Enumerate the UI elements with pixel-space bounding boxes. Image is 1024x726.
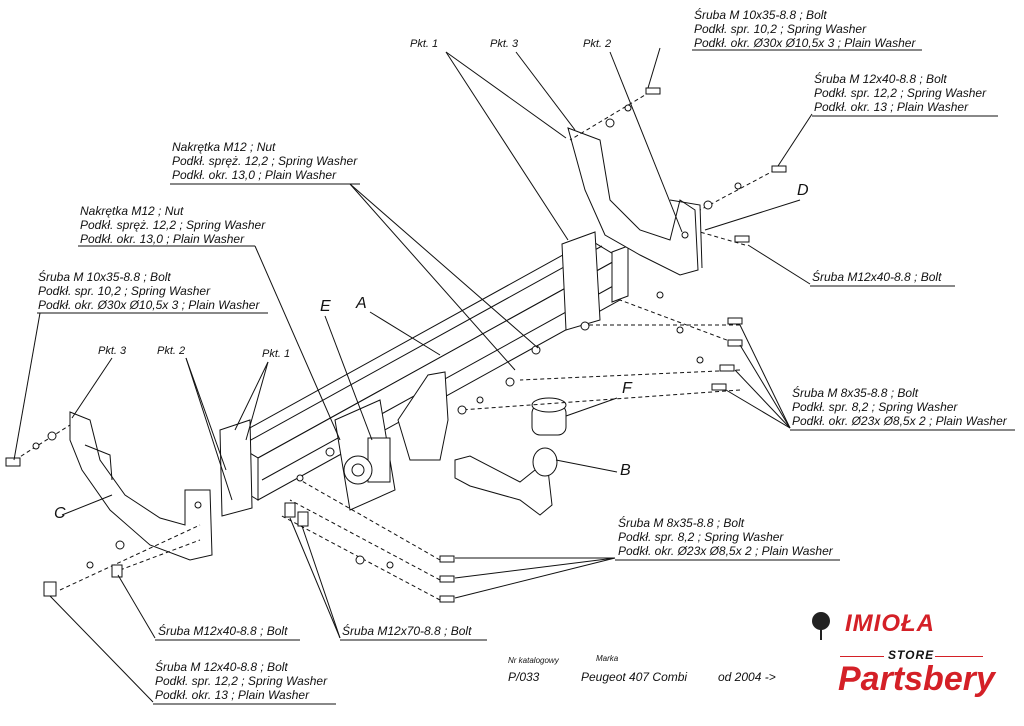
label-line: Podkł. okr. Ø23x Ø8,5x 2 ; Plain Washer	[618, 544, 833, 558]
label-line: Podkł. spr. 12,2 ; Spring Washer	[814, 86, 987, 100]
part-letter-e: E	[320, 298, 331, 315]
label-line: Śruba M 12x40-8.8 ; Bolt	[814, 72, 947, 86]
label-line: Śruba M 10x35-8.8 ; Bolt	[38, 270, 171, 284]
label-line: Śruba M 8x35-8.8 ; Bolt	[792, 386, 919, 400]
part-letter-c: C	[54, 505, 66, 522]
label-line: Podkł. spr. 8,2 ; Spring Washer	[618, 530, 784, 544]
store-logo: Partsbery	[838, 660, 995, 698]
label-line: Podkł. spr. 10,2 ; Spring Washer	[38, 284, 211, 298]
pin-icon	[812, 612, 830, 630]
part-letter-a: A	[356, 295, 367, 312]
vehicle-model: Peugeot 407 Combi	[581, 670, 688, 684]
part-letter-d: D	[797, 182, 809, 199]
point-label-pkt1-left: Pkt. 1	[262, 348, 291, 360]
brand-label: Marka	[596, 654, 619, 663]
production-date: od 2004 ->	[718, 670, 776, 684]
label-line: Podkł. spr. 12,2 ; Spring Washer	[155, 674, 328, 688]
label-bolt-m8-right: Śruba M 8x35-8.8 ; Bolt Podkł. spr. 8,2 …	[792, 386, 1007, 428]
label-line: Śruba M12x40-8.8 ; Bolt	[158, 624, 288, 638]
store-word: STORE	[888, 648, 935, 662]
point-label-pkt2-top: Pkt. 2	[583, 38, 612, 50]
label-line: Nakrętka M12 ; Nut	[172, 140, 276, 154]
label-line: Podkł. okr. 13 ; Plain Washer	[155, 688, 310, 702]
label-bolt-m12-bottom-left: Śruba M 12x40-8.8 ; Bolt Podkł. spr. 12,…	[155, 660, 327, 702]
part-letter-b: B	[620, 462, 631, 479]
label-line: Podkł. spr. 10,2 ; Spring Washer	[694, 22, 867, 36]
maker-logo: IMIOŁA	[845, 610, 935, 637]
label-line: Śruba M12x70-8.8 ; Bolt	[342, 624, 472, 638]
label-line: Podkł. okr. 13 ; Plain Washer	[814, 100, 969, 114]
label-line: Podkł. okr. Ø30x Ø10,5x 3 ; Plain Washer	[694, 36, 916, 50]
point-label-pkt3-left: Pkt. 3	[98, 345, 127, 357]
label-nut-lower: Nakrętka M12 ; Nut Podkł. spręż. 12,2 ; …	[80, 204, 265, 246]
label-bolt-m8-bottom: Śruba M 8x35-8.8 ; Bolt Podkł. spr. 8,2 …	[618, 516, 833, 558]
store-rule-left	[840, 656, 884, 657]
label-line: Podkł. spręż. 12,2 ; Spring Washer	[172, 154, 358, 168]
label-bolt-m10-left: Śruba M 10x35-8.8 ; Bolt Podkł. spr. 10,…	[38, 270, 259, 312]
label-nut-upper: Nakrętka M12 ; Nut Podkł. spręż. 12,2 ; …	[172, 140, 357, 182]
label-bolt-m12-right: Śruba M 12x40-8.8 ; Bolt Podkł. spr. 12,…	[814, 72, 986, 114]
label-bolt-m12x40-bottom: Śruba M12x40-8.8 ; Bolt	[158, 624, 287, 638]
label-bolt-m12x40-d: Śruba M12x40-8.8 ; Bolt	[812, 270, 941, 284]
label-top-bolt-m10: Śruba M 10x35-8.8 ; Bolt Podkł. spr. 10,…	[694, 8, 915, 50]
label-line: Nakrętka M12 ; Nut	[80, 204, 184, 218]
label-line: Podkł. spręż. 12,2 ; Spring Washer	[80, 218, 266, 232]
label-line: Podkł. okr. 13,0 ; Plain Washer	[172, 168, 337, 182]
label-line: Podkł. okr. 13,0 ; Plain Washer	[80, 232, 245, 246]
label-line: Podkł. okr. Ø30x Ø10,5x 3 ; Plain Washer	[38, 298, 260, 312]
pin-tail	[820, 628, 822, 640]
catalog-label: Nr katalogowy	[508, 656, 559, 665]
label-bolt-m12x70: Śruba M12x70-8.8 ; Bolt	[342, 624, 471, 638]
point-label-pkt1-top: Pkt. 1	[410, 38, 439, 50]
catalog-number: P/033	[508, 670, 540, 684]
store-rule-right	[935, 656, 983, 657]
label-line: Śruba M12x40-8.8 ; Bolt	[812, 270, 942, 284]
label-line: Śruba M 10x35-8.8 ; Bolt	[694, 8, 827, 22]
label-line: Podkł. okr. Ø23x Ø8,5x 2 ; Plain Washer	[792, 414, 1007, 428]
label-line: Śruba M 12x40-8.8 ; Bolt	[155, 660, 288, 674]
point-label-pkt2-left: Pkt. 2	[157, 345, 186, 357]
part-letter-f: F	[622, 380, 632, 397]
label-line: Podkł. spr. 8,2 ; Spring Washer	[792, 400, 958, 414]
point-label-pkt3-top: Pkt. 3	[490, 38, 519, 50]
label-line: Śruba M 8x35-8.8 ; Bolt	[618, 516, 745, 530]
